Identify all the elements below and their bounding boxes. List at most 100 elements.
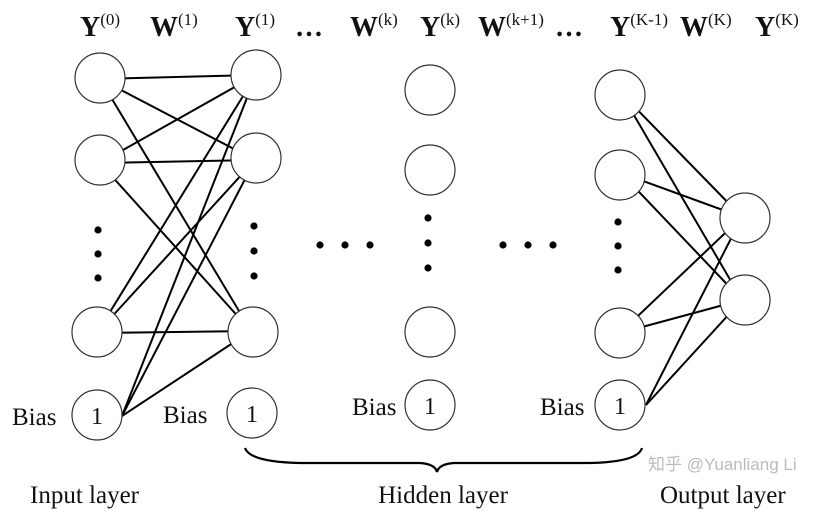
weight-connection (121, 74, 257, 417)
weight-connection (645, 299, 743, 406)
bias-neuron (594, 379, 646, 431)
ellipsis-dot (614, 218, 622, 226)
bias-label: Bias (540, 394, 584, 421)
ellipsis-dot (524, 241, 532, 249)
weight-connection (645, 216, 743, 406)
output-neuron (719, 192, 771, 244)
bias-value: 1 (424, 394, 436, 420)
ellipsis-dot (366, 241, 374, 249)
bias-label: Bias (163, 402, 207, 429)
bias-label: Bias (12, 404, 56, 431)
header-label: … (555, 12, 583, 43)
ellipsis-dot (549, 241, 557, 249)
weight-connection (96, 159, 256, 334)
header-label-base: W (478, 12, 506, 43)
input-neuron (74, 134, 126, 186)
header-label-superscript: (1) (255, 10, 275, 29)
ellipsis-dot (250, 222, 258, 230)
header-label-base: W (350, 12, 378, 43)
header-label-base: Y (755, 12, 775, 43)
header-label: Y(K) (755, 10, 799, 43)
neurons: 1 Bias 1 Bias 1 Bias 1 Bias (12, 49, 771, 441)
watermark: 知乎 @Yuanliang Li (648, 455, 797, 474)
weight-connection (121, 159, 256, 417)
header-label-superscript: (k+1) (506, 10, 544, 29)
ellipsis-dot (614, 266, 622, 274)
ellipsis-dots (94, 214, 622, 282)
hidden-neuron (594, 69, 646, 121)
ellipsis-dot (250, 272, 258, 280)
header-label-superscript: (K-1) (630, 10, 668, 29)
header-label: Y(1) (235, 10, 275, 43)
header-label-base: W (150, 12, 178, 43)
hidden-layer-label: Hidden layer (378, 482, 508, 509)
header-label: Y(0) (80, 10, 120, 43)
hidden-neuron (404, 64, 456, 116)
bias-label: Bias (352, 394, 396, 421)
hidden-neuron (227, 306, 279, 358)
header-label-base: Y (80, 12, 100, 43)
header-label-superscript: (1) (178, 10, 198, 29)
weight-connection (99, 74, 257, 80)
output-neuron (719, 274, 771, 326)
header-label-superscript: (K) (775, 10, 799, 29)
weight-connection (121, 330, 252, 417)
weight-connection (620, 92, 743, 301)
ellipsis-dot (316, 241, 324, 249)
bias-neuron (404, 379, 456, 431)
header-label: Y(k) (420, 10, 460, 43)
header-label-base: … (555, 12, 583, 43)
header-label: W(1) (150, 10, 198, 43)
ellipsis-dot (424, 214, 432, 222)
bias-neuron (226, 387, 278, 439)
input-layer-label: Input layer (30, 482, 140, 509)
header-label-superscript: (k) (440, 10, 460, 29)
header-label-base: Y (420, 12, 440, 43)
header-label: Y(K-1) (610, 10, 668, 43)
header-label-superscript: (K) (708, 10, 732, 29)
input-neuron (74, 52, 126, 104)
header-label-superscript: (0) (100, 10, 120, 29)
bias-neuron (71, 389, 123, 441)
hidden-neuron (230, 49, 282, 101)
weight-connection (96, 330, 252, 334)
header-label: … (295, 12, 323, 43)
header-label-base: … (295, 12, 323, 43)
header-label-base: Y (610, 12, 630, 43)
header-label: W(K) (680, 10, 732, 43)
header-label: W(k) (350, 10, 398, 43)
bias-value: 1 (91, 404, 103, 430)
hidden-layer-brace (243, 447, 644, 473)
weight-connection (620, 172, 743, 301)
bias-value: 1 (246, 402, 258, 428)
hidden-neuron (404, 306, 456, 358)
ellipsis-dot (341, 241, 349, 249)
ellipsis-dot (94, 274, 102, 282)
hidden-neuron (594, 149, 646, 201)
header-label-base: W (680, 12, 708, 43)
header-label: W(k+1) (478, 10, 544, 43)
weight-connection (96, 74, 257, 334)
ellipsis-dot (250, 247, 258, 255)
weight-connection (619, 216, 743, 334)
header-label-superscript: (k) (378, 10, 398, 29)
ellipsis-dot (424, 264, 432, 272)
hidden-neuron (594, 307, 646, 359)
header-label-base: Y (235, 12, 255, 43)
ellipsis-dot (424, 239, 432, 247)
ellipsis-dot (94, 250, 102, 258)
bias-value: 1 (614, 394, 626, 420)
input-neuron (71, 306, 123, 358)
layer-notation-header: Y(0)W(1)Y(1)…W(k)Y(k)W(k+1)…Y(K-1)W(K)Y(… (80, 10, 799, 43)
ellipsis-dot (499, 241, 507, 249)
weight-connection (620, 92, 743, 218)
ellipsis-dot (94, 226, 102, 234)
connections (96, 74, 743, 417)
weight-connection (99, 74, 257, 164)
hidden-neuron (230, 132, 282, 184)
hidden-neuron (404, 144, 456, 196)
output-layer-label: Output layer (660, 482, 786, 509)
weight-connection (99, 159, 256, 164)
ellipsis-dot (614, 242, 622, 250)
